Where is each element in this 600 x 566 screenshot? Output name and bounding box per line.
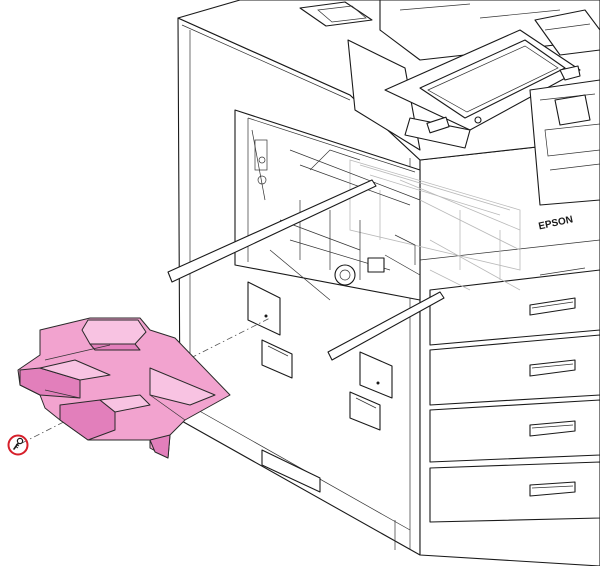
highlighted-cover-part bbox=[17, 317, 231, 459]
screw-icon bbox=[13, 437, 24, 450]
guide-rails bbox=[167, 179, 445, 361]
internal-mechanism bbox=[269, 149, 521, 301]
screw-callout bbox=[7, 434, 29, 456]
scanner-unit bbox=[299, 0, 600, 151]
output-tray bbox=[529, 79, 600, 206]
printer-base bbox=[179, 399, 411, 550]
callout-circle bbox=[7, 434, 29, 456]
mount-brackets bbox=[247, 281, 393, 431]
paper-cassettes bbox=[419, 239, 600, 523]
control-panel bbox=[384, 29, 581, 149]
